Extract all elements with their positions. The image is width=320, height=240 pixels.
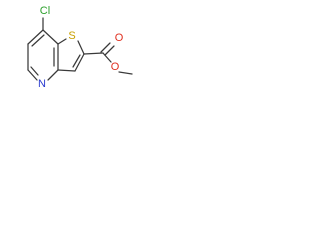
bond-c2-c3-inner <box>72 54 81 68</box>
sulfur-atom-label: S <box>68 30 75 42</box>
chlorine-atom-label: Cl <box>40 5 50 17</box>
bond-carbonyl-o-double-b <box>104 45 115 56</box>
bond-c7a-s1 <box>57 38 67 45</box>
bond-c2-c3 <box>74 53 85 72</box>
bond-c2-carbonyl <box>83 52 104 55</box>
ether-oxygen-label: O <box>111 61 120 73</box>
bond-c3-c3a <box>57 69 76 72</box>
bond-c3a-n4 <box>47 69 59 81</box>
nitrogen-atom-label: N <box>38 78 46 90</box>
bond-n4-c5 <box>27 69 38 81</box>
bond-c6-c7-inner <box>31 34 45 47</box>
carbonyl-oxygen-label: O <box>115 32 124 44</box>
bond-n4-c5-inner <box>30 66 39 76</box>
bond-o-methyl <box>118 71 133 75</box>
bond-c6-c7 <box>27 29 44 45</box>
bond-c7-c7a <box>42 29 59 45</box>
bond-lines <box>27 17 133 81</box>
bond-carbonyl-o-double-a <box>100 42 111 53</box>
bond-s1-c2 <box>77 40 85 55</box>
atom-labels: Cl S N O O <box>38 5 124 90</box>
bond-carbonyl-o-ether <box>102 52 112 63</box>
molecule-structure-diagram: Cl S N O O <box>27 5 133 90</box>
